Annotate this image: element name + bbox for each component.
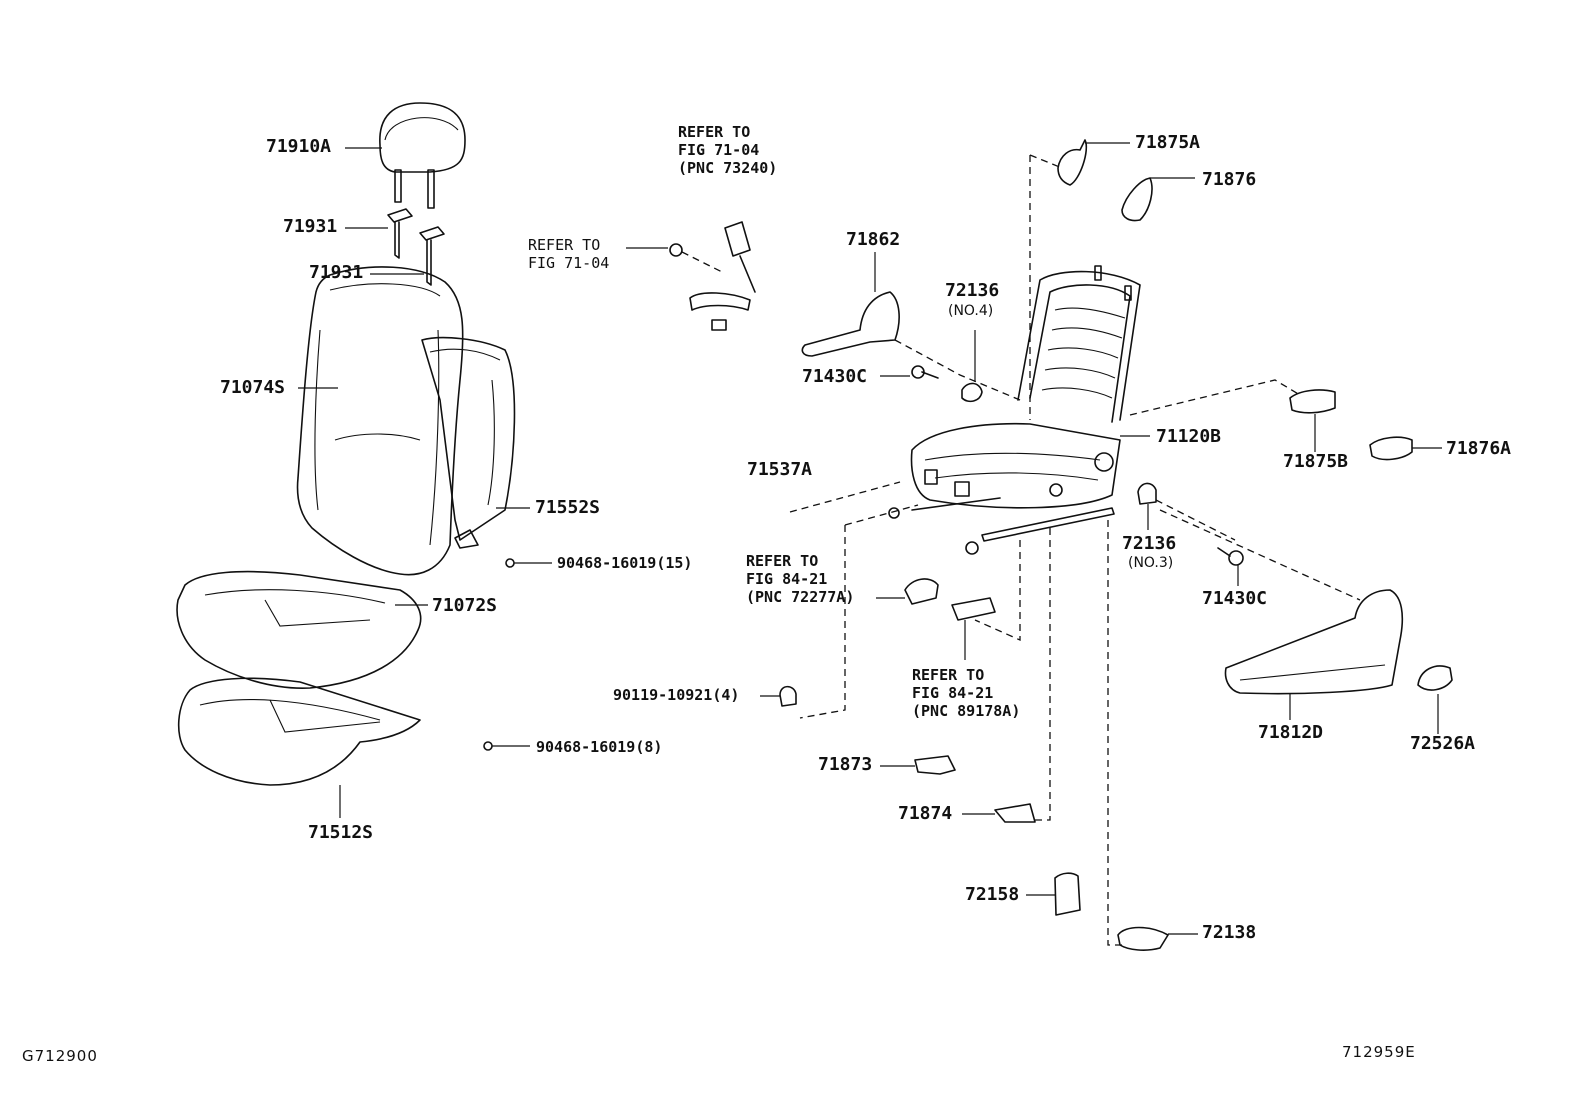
reference-note-line: (PNC 89178A) xyxy=(912,702,1021,720)
part-number-71873: 71873 xyxy=(818,754,873,775)
recliner-cover-inner-illustration xyxy=(801,252,1021,401)
part-note-no3: (NO.3) xyxy=(1128,555,1174,571)
reference-note-line: (PNC 72277A) xyxy=(746,588,855,606)
part-number-72136-no4: 72136 xyxy=(945,280,1000,301)
part-number-71876a: 71876A xyxy=(1446,438,1512,459)
part-number-71910a: 71910A xyxy=(266,136,332,157)
part-number-71120b: 71120B xyxy=(1156,426,1222,447)
seatbelt-buckle-illustration xyxy=(626,221,756,331)
brackets-illustration xyxy=(760,139,1442,707)
part-number-71430c-left: 71430C xyxy=(802,366,868,387)
cushion-illustration xyxy=(176,558,552,818)
reference-note-pnc-89178a: REFER TO FIG 84-21 (PNC 89178A) xyxy=(912,666,1020,720)
headrest-support-illustration xyxy=(345,208,445,286)
drawing-number: 712959E xyxy=(1342,1043,1416,1061)
reference-note-line: FIG 84-21 xyxy=(746,570,828,588)
figure-code: G712900 xyxy=(22,1047,98,1065)
reference-note-line: REFER TO xyxy=(678,123,751,141)
headrest-illustration xyxy=(345,102,466,209)
part-number-90468-15: 90468-16019(15) xyxy=(557,554,693,572)
reference-note-anchor: REFER TO FIG 71-04 xyxy=(528,236,609,272)
part-number-71812d: 71812D xyxy=(1258,722,1324,743)
reference-note-line: FIG 71-04 xyxy=(678,141,760,159)
bolts-illustration xyxy=(880,330,1244,586)
reference-note-pnc-72277a: REFER TO FIG 84-21 (PNC 72277A) xyxy=(746,552,854,606)
part-number-71512s: 71512S xyxy=(308,822,374,843)
part-number-90119: 90119-10921(4) xyxy=(613,686,740,704)
recliner-cover-outer-illustration xyxy=(1224,589,1453,734)
part-number-71072s: 71072S xyxy=(432,595,498,616)
part-number-71876: 71876 xyxy=(1202,169,1257,190)
part-number-71875a: 71875A xyxy=(1135,132,1201,153)
part-number-72526a: 72526A xyxy=(1410,733,1476,754)
reference-note-belt: REFER TO FIG 71-04 (PNC 73240) xyxy=(678,123,777,177)
seat-frame-illustration xyxy=(888,265,1150,555)
reference-note-line: (PNC 73240) xyxy=(678,159,778,177)
reference-note-line: REFER TO xyxy=(528,236,601,254)
reference-note-line: FIG 84-21 xyxy=(912,684,994,702)
part-number-72138: 72138 xyxy=(1202,922,1257,943)
part-number-71931-upper: 71931 xyxy=(283,216,338,237)
part-number-72158: 72158 xyxy=(965,884,1020,905)
part-number-71931-lower: 71931 xyxy=(309,262,364,283)
part-number-90468-8: 90468-16019(8) xyxy=(536,738,663,756)
part-number-71430c-right: 71430C xyxy=(1202,588,1268,609)
part-number-71074s: 71074S xyxy=(220,377,286,398)
part-number-71875b: 71875B xyxy=(1283,451,1349,472)
reference-note-line: REFER TO xyxy=(746,552,819,570)
part-number-72136-no3: 72136 xyxy=(1122,533,1177,554)
part-number-71874: 71874 xyxy=(898,803,953,824)
reference-note-line: FIG 71-04 xyxy=(528,254,610,272)
part-number-71552s: 71552S xyxy=(535,497,601,518)
part-note-no4: (NO.4) xyxy=(948,303,994,319)
part-number-71862: 71862 xyxy=(846,229,901,250)
small-parts-illustration xyxy=(880,755,1198,951)
part-number-71537a: 71537A xyxy=(747,459,813,480)
assembly-dashed-lines xyxy=(789,154,1361,946)
seatback-illustration xyxy=(296,266,530,576)
reference-note-line: REFER TO xyxy=(912,666,985,684)
